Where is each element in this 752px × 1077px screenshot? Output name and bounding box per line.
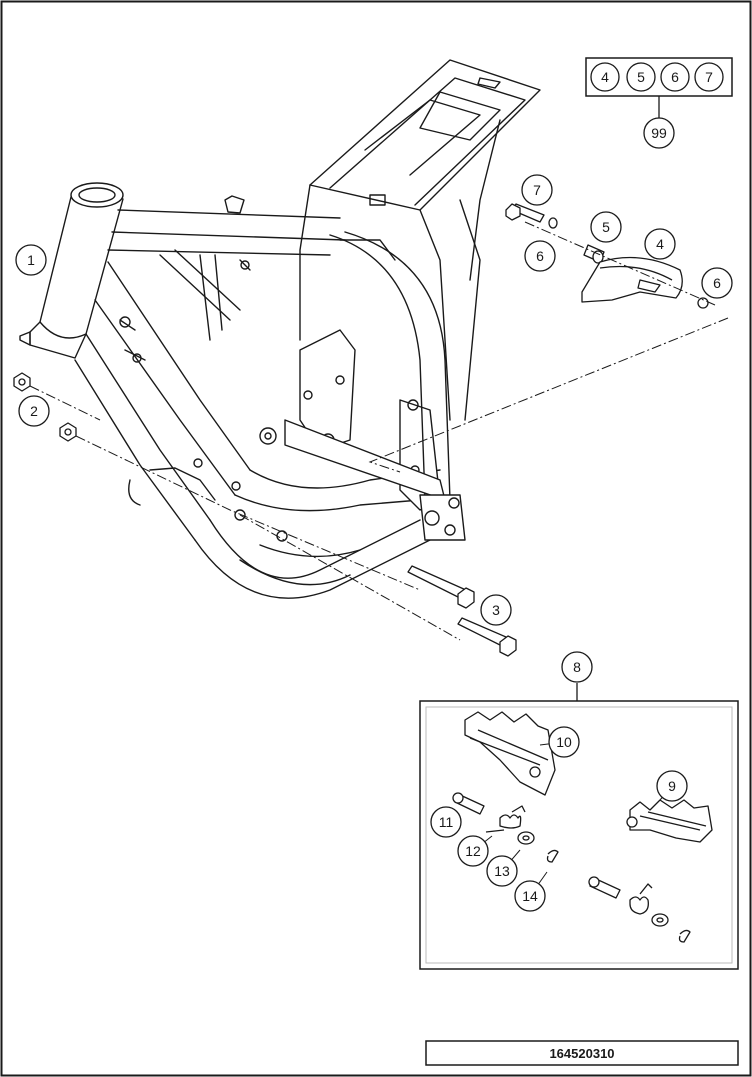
callout-c5: 5 xyxy=(590,211,622,243)
callout-c14: 14 xyxy=(514,880,546,912)
kit-item-label: 5 xyxy=(637,69,645,85)
callout-label: 6 xyxy=(713,275,721,291)
callout-circle xyxy=(18,395,50,427)
callout-label: 11 xyxy=(439,814,454,830)
callout-label: 4 xyxy=(656,236,664,252)
callout-label: 6 xyxy=(536,248,544,264)
callout-c11: 11 xyxy=(430,806,462,838)
frame-spars xyxy=(119,249,251,361)
callout-circle xyxy=(480,594,512,626)
callout-c7: 7 xyxy=(521,174,553,206)
steering-head-tube xyxy=(19,182,124,359)
callout-circle xyxy=(701,267,733,299)
bracket-part-4 xyxy=(581,256,683,303)
drawing-number-box: 164520310 xyxy=(425,1040,739,1066)
callout-c9: 9 xyxy=(656,770,688,802)
callout-c3: 3 xyxy=(480,594,512,626)
kit-item-label: 7 xyxy=(705,69,713,85)
kit-items: 4 5 6 7 99 xyxy=(590,62,724,149)
callout-label: 2 xyxy=(30,403,38,419)
footpeg-part-9 xyxy=(629,799,713,843)
callout-circle xyxy=(590,211,622,243)
lower-cradle xyxy=(194,469,441,599)
pivot-plates xyxy=(259,231,466,541)
kit-item-circle xyxy=(694,62,724,92)
callout-label: 13 xyxy=(494,863,510,879)
kit-item-circle xyxy=(660,62,690,92)
kit-item-label: 4 xyxy=(601,69,609,85)
kit-item: 5 xyxy=(626,62,656,92)
bolt-part-upper xyxy=(407,565,467,599)
down-tubes xyxy=(74,261,251,541)
kit-callout-label: 99 xyxy=(651,125,667,141)
kit-item: 7 xyxy=(694,62,724,92)
rear-subframe xyxy=(299,59,541,421)
callout-c6b: 6 xyxy=(701,267,733,299)
callout-circle xyxy=(514,880,546,912)
kit-callout-circle xyxy=(643,117,675,149)
callout-circle xyxy=(656,770,688,802)
callout-label: 3 xyxy=(492,602,500,618)
kit-item: 6 xyxy=(660,62,690,92)
callout-circle xyxy=(486,855,518,887)
callout-label: 5 xyxy=(602,219,610,235)
kit-item-circle xyxy=(626,62,656,92)
washer-part-6b xyxy=(697,297,709,309)
callout-label: 14 xyxy=(522,888,538,904)
callout-circle xyxy=(561,651,593,683)
kit-item: 4 xyxy=(590,62,620,92)
callout-label: 1 xyxy=(27,252,35,268)
callout-circle xyxy=(430,806,462,838)
footpeg-detail-box xyxy=(419,683,739,970)
top-tube xyxy=(107,195,346,256)
callout-c6a: 6 xyxy=(524,240,556,272)
callout-c10: 10 xyxy=(548,726,580,758)
callout-c12: 12 xyxy=(457,835,489,867)
assembly-lines xyxy=(29,221,729,641)
hardware-parts xyxy=(13,203,709,657)
callout-c2: 2 xyxy=(18,395,50,427)
callout-c13: 13 xyxy=(486,855,518,887)
callout-circle xyxy=(524,240,556,272)
clip-part-14 xyxy=(546,849,559,863)
drawing-number: 164520310 xyxy=(549,1046,614,1061)
kit-item-label: 6 xyxy=(671,69,679,85)
frame-illustration xyxy=(19,59,541,599)
callout-circle xyxy=(521,174,553,206)
spring-part-12 xyxy=(499,814,522,829)
washer-part-6a xyxy=(548,217,558,229)
callout-circle xyxy=(15,244,47,276)
callout-c1: 1 xyxy=(15,244,47,276)
callout-label: 9 xyxy=(668,778,676,794)
callout-label: 8 xyxy=(573,659,581,675)
callout-circle xyxy=(644,228,676,260)
callout-label: 7 xyxy=(533,182,541,198)
mounting-bosses xyxy=(119,260,288,542)
kit-callout: 99 xyxy=(643,117,675,149)
kit-box xyxy=(585,57,733,118)
callout-c8: 8 xyxy=(561,651,593,683)
callout-label: 10 xyxy=(556,734,572,750)
callout-c4: 4 xyxy=(644,228,676,260)
callout-circle xyxy=(548,726,580,758)
kit-item-circle xyxy=(590,62,620,92)
callout-circle xyxy=(457,835,489,867)
callout-label: 12 xyxy=(465,843,481,859)
